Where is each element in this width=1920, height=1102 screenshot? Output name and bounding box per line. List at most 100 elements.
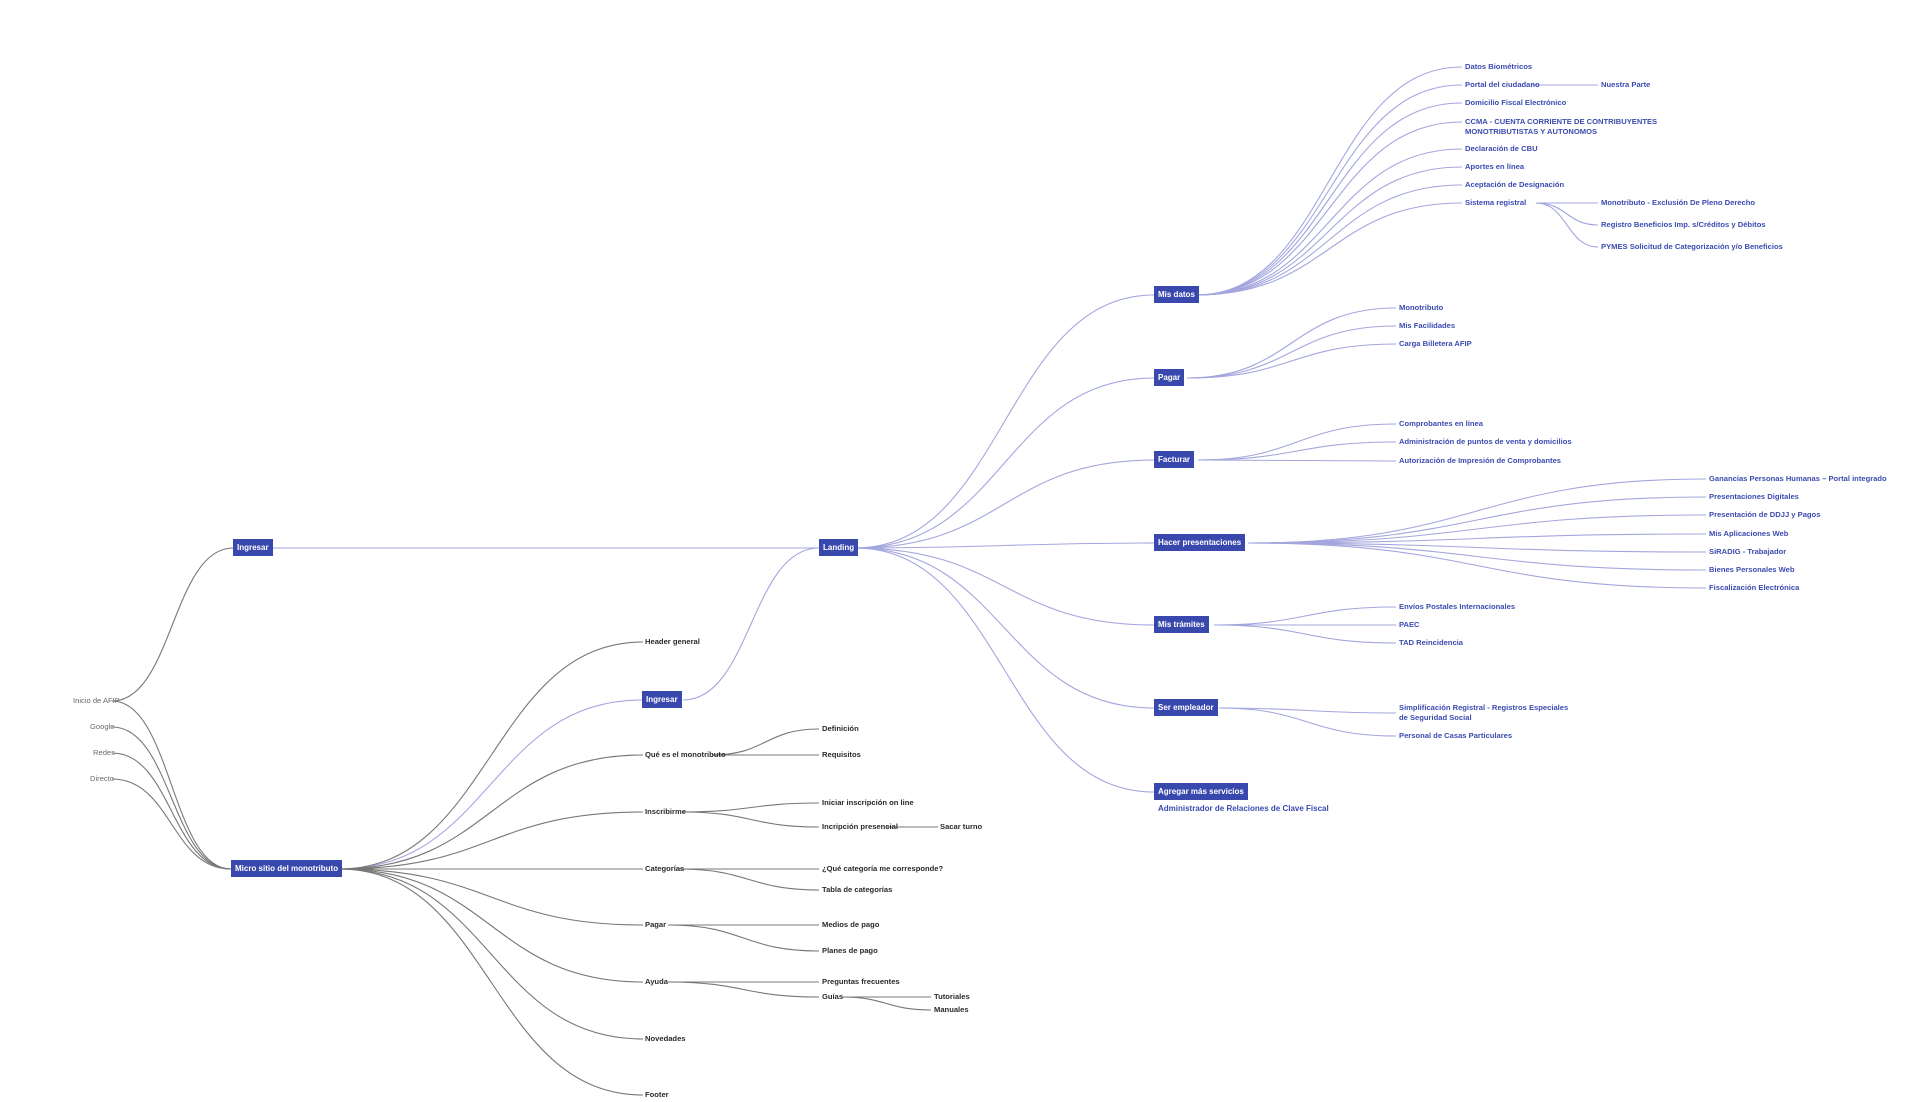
node-pymes-solicitud[interactable]: PYMES Solicitud de Categorización y/o Be… xyxy=(1601,242,1783,251)
connector-8 xyxy=(338,754,644,870)
node-puntos-venta[interactable]: Administración de puntos de venta y domi… xyxy=(1399,437,1572,446)
node-carga-billetera[interactable]: Carga Billetera AFIP xyxy=(1399,339,1472,348)
node-ingresar-mid[interactable]: Ingresar xyxy=(642,691,682,708)
connector-64 xyxy=(1218,707,1397,714)
node-exclusion-pleno-derecho[interactable]: Monotributo - Exclusión De Pleno Derecho xyxy=(1601,198,1755,207)
connector-30 xyxy=(854,377,1155,549)
node-agregar-servicios[interactable]: Agregar más servicios xyxy=(1154,783,1248,800)
node-medios-pago[interactable]: Medios de pago xyxy=(822,920,880,929)
node-declaracion-cbu[interactable]: Declaración de CBU xyxy=(1465,144,1538,153)
connector-15 xyxy=(682,547,820,701)
node-landing[interactable]: Landing xyxy=(819,539,859,556)
node-hacer-presentaciones[interactable]: Hacer presentaciones xyxy=(1154,534,1246,551)
node-presentaciones-digitales[interactable]: Presentaciones Digitales xyxy=(1709,492,1799,501)
node-presentacion-ddjj[interactable]: Presentación de DDJJ y Pagos xyxy=(1709,510,1821,519)
node-aportes-linea[interactable]: Aportes en línea xyxy=(1465,162,1525,171)
connector-42 xyxy=(1195,184,1463,296)
connector-52 xyxy=(1197,441,1397,461)
node-datos-biometricos[interactable]: Datos Biométricos xyxy=(1465,62,1533,71)
node-ganancias[interactable]: Ganancias Personas Humanas – Portal inte… xyxy=(1709,474,1887,483)
node-footer[interactable]: Footer xyxy=(645,1090,669,1099)
node-novedades[interactable]: Novedades xyxy=(645,1034,686,1043)
node-micro-sitio[interactable]: Micro sitio del monotributo xyxy=(231,860,343,877)
node-pagar-landing[interactable]: Pagar xyxy=(1154,369,1185,386)
node-iniciar-inscripcion[interactable]: Iniciar inscripción on line xyxy=(822,798,914,807)
node-mis-datos[interactable]: Mis datos xyxy=(1154,286,1199,303)
node-ccma-line2[interactable]: MONOTRIBUTISTAS Y AUTONOMOS xyxy=(1465,127,1598,136)
connector-46 xyxy=(1535,202,1599,226)
node-siradig[interactable]: SiRADIG - Trabajador xyxy=(1709,547,1787,556)
node-manuales[interactable]: Manuales xyxy=(934,1005,969,1014)
node-categorias[interactable]: Categorías xyxy=(645,864,685,873)
node-mis-tramites[interactable]: Mis trámites xyxy=(1154,616,1209,633)
connector-11 xyxy=(338,868,644,926)
node-guias[interactable]: Guías xyxy=(822,992,844,1001)
connector-58 xyxy=(1247,542,1707,553)
node-ccma-line1[interactable]: CCMA - CUENTA CORRIENTE DE CONTRIBUYENTE… xyxy=(1465,117,1658,126)
node-ingresar-top[interactable]: Ingresar xyxy=(233,539,273,556)
connector-32 xyxy=(854,542,1155,549)
node-preguntas-frecuentes[interactable]: Preguntas frecuentes xyxy=(822,977,900,986)
node-ser-empleador[interactable]: Ser empleador xyxy=(1154,699,1218,716)
node-nuestra-parte[interactable]: Nuestra Parte xyxy=(1601,80,1651,89)
node-inscribirme[interactable]: Inscribirme xyxy=(645,807,686,816)
connector-22 xyxy=(678,868,820,891)
node-mis-facilidades[interactable]: Mis Facilidades xyxy=(1399,321,1456,330)
connector-54 xyxy=(1247,478,1707,544)
node-registro-beneficios[interactable]: Registro Beneficios Imp. s/Créditos y Dé… xyxy=(1601,220,1766,229)
connector-38 xyxy=(1195,102,1463,296)
connector-18 xyxy=(682,802,820,813)
connector-lines xyxy=(111,66,1707,1096)
connector-47 xyxy=(1535,202,1599,248)
connector-31 xyxy=(854,459,1155,549)
node-aceptacion-designacion[interactable]: Aceptación de Designación xyxy=(1465,180,1565,189)
node-facturar[interactable]: Facturar xyxy=(1154,451,1195,468)
connector-7 xyxy=(338,641,644,870)
node-pagar-micro[interactable]: Pagar xyxy=(645,920,667,929)
connector-49 xyxy=(1186,325,1397,379)
node-mis-aplicaciones[interactable]: Mis Aplicaciones Web xyxy=(1709,529,1789,538)
node-header-general[interactable]: Header general xyxy=(645,637,700,646)
node-fiscalizacion[interactable]: Fiscalización Electrónica xyxy=(1709,583,1800,592)
node-ayuda[interactable]: Ayuda xyxy=(645,977,668,986)
connector-56 xyxy=(1247,514,1707,544)
node-planes-pago[interactable]: Planes de pago xyxy=(822,946,878,955)
node-paec[interactable]: PAEC xyxy=(1399,620,1420,629)
node-portal-ciudadano[interactable]: Portal del ciudadano xyxy=(1465,80,1540,89)
connector-4 xyxy=(111,778,232,870)
node-inscripcion-presencial[interactable]: Incripción presencial xyxy=(822,822,898,831)
connector-16 xyxy=(711,728,820,756)
connector-28 xyxy=(841,996,932,1011)
node-simplificacion-line1[interactable]: Simplificación Registral - Registros Esp… xyxy=(1399,703,1569,712)
connector-9 xyxy=(338,811,644,870)
agregar-servicios-subtitle: Administrador de Relaciones de Clave Fis… xyxy=(1158,804,1329,813)
node-tad-reincidencia[interactable]: TAD Reincidencia xyxy=(1399,638,1463,647)
connector-14 xyxy=(338,868,644,1096)
node-requisitos[interactable]: Requisitos xyxy=(822,750,861,759)
node-domicilio-fiscal[interactable]: Domicilio Fiscal Electrónico xyxy=(1465,98,1567,107)
node-casas-particulares[interactable]: Personal de Casas Particulares xyxy=(1399,731,1513,740)
node-autorizacion-impresion[interactable]: Autorización de Impresión de Comprobante… xyxy=(1399,456,1562,465)
node-tabla-categorias[interactable]: Tabla de categorías xyxy=(822,885,893,894)
connector-60 xyxy=(1247,542,1707,589)
connector-0 xyxy=(111,547,234,702)
connector-33 xyxy=(854,547,1155,626)
connector-57 xyxy=(1247,533,1707,544)
connector-61 xyxy=(1213,606,1397,626)
node-sacar-turno[interactable]: Sacar turno xyxy=(940,822,983,831)
node-envios-postales[interactable]: Envíos Postales Internacionales xyxy=(1399,602,1516,611)
node-bienes-personales[interactable]: Bienes Personales Web xyxy=(1709,565,1795,574)
node-simplificacion-line2[interactable]: de Seguridad Social xyxy=(1399,713,1472,722)
node-tutoriales[interactable]: Tutoriales xyxy=(934,992,970,1001)
source-directo: Directo xyxy=(90,774,115,783)
node-que-categoria[interactable]: ¿Qué categoría me corresponde? xyxy=(822,864,944,873)
connector-40 xyxy=(1195,148,1463,296)
node-monotributo[interactable]: Monotributo xyxy=(1399,303,1444,312)
node-que-es-monotributo[interactable]: Qué es el monotributo xyxy=(645,750,726,759)
connector-59 xyxy=(1247,542,1707,571)
connector-36 xyxy=(1195,66,1463,296)
node-comprobantes-linea[interactable]: Comprobantes en línea xyxy=(1399,419,1483,428)
node-definicion[interactable]: Definición xyxy=(822,724,859,733)
node-sistema-registral[interactable]: Sistema registral xyxy=(1465,198,1527,207)
